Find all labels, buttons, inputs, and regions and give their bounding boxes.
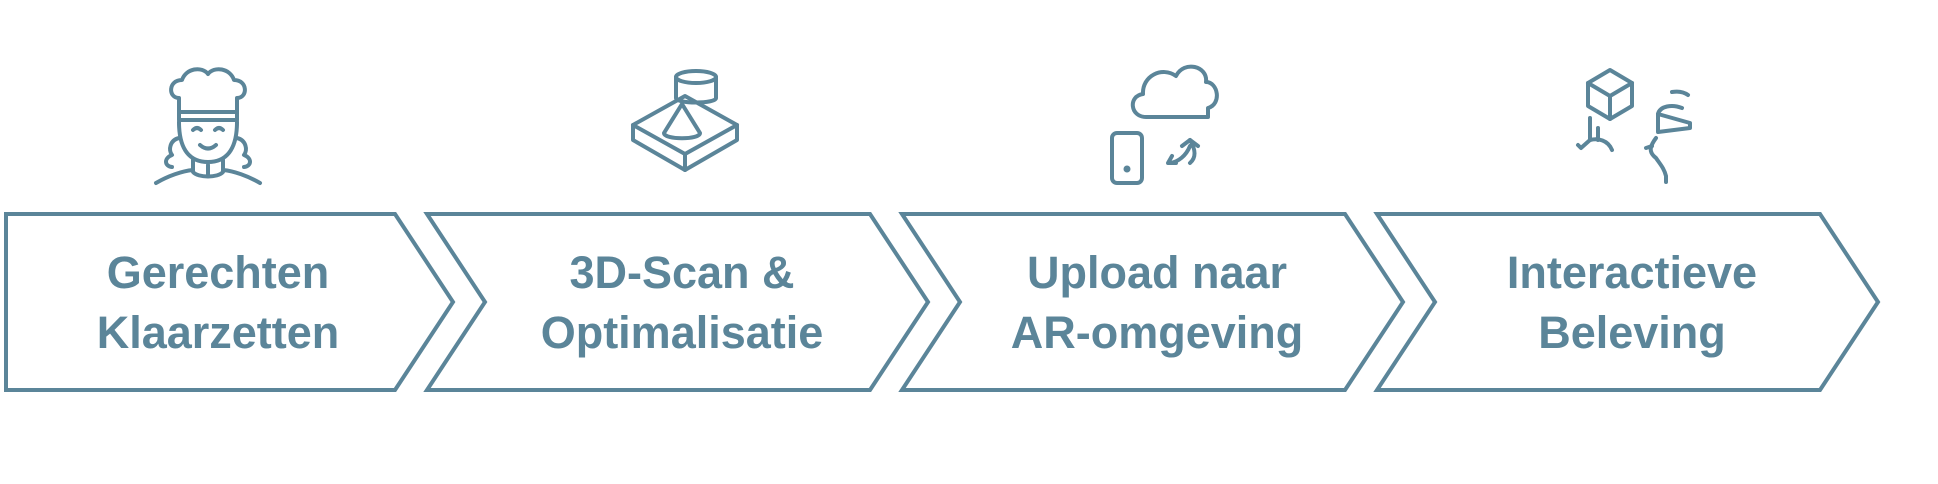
ar-hand-interaction-icon (1576, 68, 1692, 184)
step-3-label: Upload naar AR-omgeving (1010, 247, 1304, 358)
step-3-chevron (898, 212, 1406, 392)
step-4-label: Interactieve Beleving (1506, 247, 1758, 358)
step-4-chevron (1373, 212, 1881, 392)
cloud-phone-sync-icon (1110, 64, 1219, 185)
step-2-label: 3D-Scan & Optimalisatie (540, 247, 824, 358)
step-1-chevron (4, 212, 456, 392)
step-2-chevron (423, 212, 931, 392)
chef-icon (154, 67, 262, 185)
step-1-label: Gerechten Klaarzetten (96, 247, 340, 358)
3d-scan-platform-icon (631, 69, 739, 172)
